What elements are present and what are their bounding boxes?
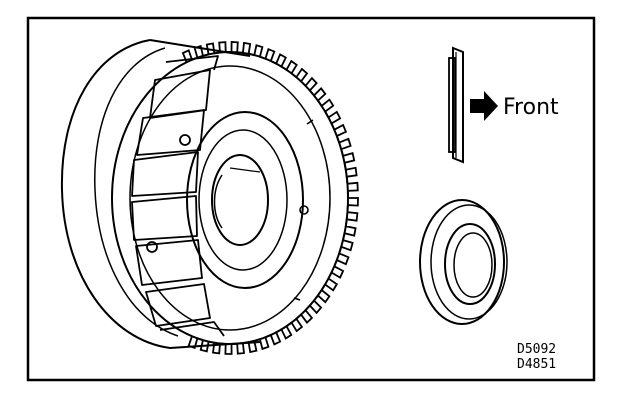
part-code-1: D5092 [517,342,556,357]
thrust-washer-side-icon [448,46,464,164]
clutch-drum-teeth [181,41,359,355]
front-direction-label: Front [503,95,559,120]
part-code-2: D4851 [517,357,556,372]
arrow-right-icon [470,91,498,121]
drum-spline-teeth [181,41,359,355]
clutch-drum-icon [60,39,349,349]
thrust-washer-icon [419,199,508,325]
